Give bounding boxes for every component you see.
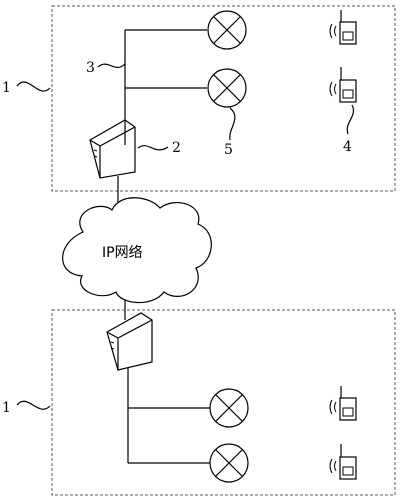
leader-4 bbox=[346, 104, 354, 135]
handset-top-2 bbox=[329, 67, 357, 103]
lamp-top-2 bbox=[207, 68, 247, 108]
lamp-bottom-2 bbox=[209, 443, 249, 483]
leader-1-bottom bbox=[16, 400, 51, 410]
server-bottom bbox=[106, 312, 153, 371]
server-top bbox=[89, 119, 136, 179]
label-1-top: 1 bbox=[2, 80, 11, 96]
handset-bottom-1 bbox=[329, 386, 357, 421]
leader-5 bbox=[229, 107, 236, 141]
ip-network-cloud bbox=[62, 197, 212, 304]
leader-3 bbox=[97, 63, 126, 69]
bus-line-top bbox=[124, 29, 207, 145]
handset-bottom-2 bbox=[329, 444, 357, 480]
label-2: 2 bbox=[172, 140, 181, 156]
label-1-bottom: 1 bbox=[2, 400, 11, 416]
label-5: 5 bbox=[224, 142, 233, 158]
site-region-top bbox=[51, 5, 396, 192]
label-4: 4 bbox=[343, 139, 352, 155]
leader-2 bbox=[137, 145, 169, 151]
handset-top-1 bbox=[329, 10, 357, 45]
ip-network-label: IP网络 bbox=[102, 245, 143, 261]
site-region-bottom bbox=[51, 309, 396, 496]
leader-1-top bbox=[16, 81, 51, 92]
label-3: 3 bbox=[86, 60, 95, 76]
lamp-bottom-1 bbox=[209, 388, 249, 428]
lamp-top-1 bbox=[207, 10, 247, 50]
bus-line-bottom bbox=[127, 367, 210, 464]
